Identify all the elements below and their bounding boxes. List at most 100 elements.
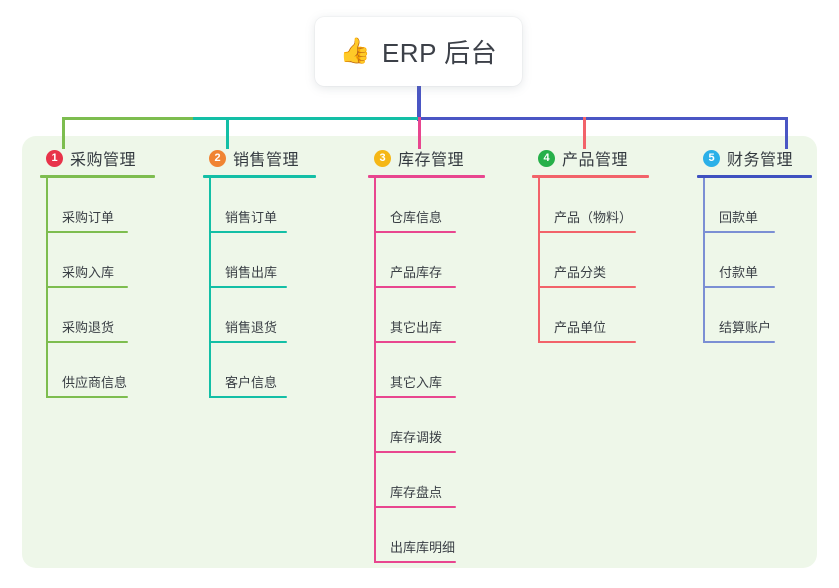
module-item[interactable]: 其它出库 — [368, 288, 485, 343]
connector-drop-2 — [226, 117, 229, 149]
module-header-3[interactable]: 3 库存管理 — [368, 146, 485, 170]
module-number-badge: 1 — [46, 149, 63, 167]
module-item[interactable]: 产品分类 — [532, 233, 649, 288]
module-spine-line — [374, 178, 376, 563]
module-item-label: 仓库信息 — [390, 210, 443, 225]
module-header-rule — [697, 175, 812, 178]
module-item[interactable]: 结算账户 — [697, 288, 812, 343]
module-item-label: 回款单 — [719, 210, 759, 225]
module-item[interactable]: 销售退货 — [203, 288, 316, 343]
module-item-rule — [538, 231, 636, 233]
module-item-label: 产品库存 — [390, 265, 443, 280]
root-node-inner: 👍 ERP 后台 — [340, 33, 497, 70]
module-header-4[interactable]: 4 产品管理 — [532, 146, 649, 170]
connector-bus-teal — [193, 117, 419, 120]
module-items-list: 回款单付款单结算账户 — [697, 178, 812, 343]
module-item[interactable]: 出库库明细 — [368, 508, 485, 563]
module-item[interactable]: 客户信息 — [203, 343, 316, 398]
module-header-2[interactable]: 2 销售管理 — [203, 146, 316, 170]
module-item-rule — [209, 286, 287, 288]
module-column-3: 3 库存管理仓库信息产品库存其它出库其它入库库存调拨库存盘点出库库明细 — [368, 146, 485, 563]
module-item-label: 销售订单 — [225, 210, 278, 225]
module-item-label: 其它出库 — [390, 320, 443, 335]
module-spine-line — [538, 178, 540, 343]
connector-bus-green — [62, 117, 194, 120]
module-item[interactable]: 产品（物料） — [532, 178, 649, 233]
module-title: 销售管理 — [233, 152, 300, 169]
module-number-badge: 3 — [374, 149, 391, 167]
module-item[interactable]: 产品库存 — [368, 233, 485, 288]
module-item[interactable]: 回款单 — [697, 178, 812, 233]
module-item-rule — [374, 451, 456, 453]
module-column-4: 4 产品管理产品（物料） 产品分类产品单位 — [532, 146, 649, 343]
connector-drop-4 — [583, 117, 586, 149]
module-item[interactable]: 其它入库 — [368, 343, 485, 398]
module-item-label: 采购退货 — [62, 320, 115, 335]
module-title: 产品管理 — [562, 152, 629, 169]
connector-center-stem — [417, 86, 421, 121]
module-item[interactable]: 付款单 — [697, 233, 812, 288]
modules-panel-background — [22, 136, 817, 568]
module-header-rule — [368, 175, 485, 178]
module-spine-line — [46, 178, 48, 398]
module-spine-line — [209, 178, 211, 398]
module-item-rule — [209, 231, 287, 233]
module-header-1[interactable]: 1 采购管理 — [40, 146, 155, 170]
module-item-rule — [209, 341, 287, 343]
module-title: 采购管理 — [70, 152, 137, 169]
module-number-badge: 2 — [209, 149, 226, 167]
module-item-label: 产品分类 — [554, 265, 607, 280]
module-spine-line — [703, 178, 705, 343]
module-item-rule — [46, 231, 128, 233]
module-item[interactable]: 库存调拨 — [368, 398, 485, 453]
module-title: 财务管理 — [727, 152, 794, 169]
module-item[interactable]: 销售订单 — [203, 178, 316, 233]
module-item-rule — [374, 561, 456, 563]
module-items-list: 仓库信息产品库存其它出库其它入库库存调拨库存盘点出库库明细 — [368, 178, 485, 563]
module-item-label: 产品（物料） — [554, 210, 633, 225]
module-item-rule — [209, 396, 287, 398]
module-item-rule — [46, 286, 128, 288]
module-item[interactable]: 仓库信息 — [368, 178, 485, 233]
connector-bus-blue — [418, 117, 788, 120]
module-item-rule — [46, 396, 128, 398]
module-items-list: 采购订单采购入库采购退货供应商信息 — [40, 178, 155, 398]
module-item-rule — [374, 286, 456, 288]
module-items-list: 产品（物料） 产品分类产品单位 — [532, 178, 649, 343]
module-number-badge: 4 — [538, 149, 555, 167]
module-item[interactable]: 采购入库 — [40, 233, 155, 288]
module-item-label: 销售退货 — [225, 320, 278, 335]
module-item-label: 库存盘点 — [390, 485, 443, 500]
connector-drop-5 — [785, 117, 788, 149]
module-header-rule — [40, 175, 155, 178]
module-item-label: 客户信息 — [225, 375, 278, 390]
module-item-rule — [46, 341, 128, 343]
module-item[interactable]: 销售出库 — [203, 233, 316, 288]
module-item-label: 其它入库 — [390, 375, 443, 390]
module-item-label: 付款单 — [719, 265, 759, 280]
module-item-label: 供应商信息 — [62, 375, 128, 390]
module-column-1: 1 采购管理采购订单采购入库采购退货供应商信息 — [40, 146, 155, 398]
module-item-rule — [538, 286, 636, 288]
root-node-card[interactable]: 👍 ERP 后台 — [315, 17, 522, 86]
module-item-label: 结算账户 — [719, 320, 772, 335]
module-header-rule — [532, 175, 649, 178]
module-item-label: 采购订单 — [62, 210, 115, 225]
module-items-list: 销售订单销售出库销售退货客户信息 — [203, 178, 316, 398]
module-item[interactable]: 供应商信息 — [40, 343, 155, 398]
connector-drop-3 — [418, 117, 421, 149]
connector-drop-1 — [62, 117, 65, 149]
module-item-rule — [374, 506, 456, 508]
module-item[interactable]: 采购订单 — [40, 178, 155, 233]
module-item-rule — [374, 231, 456, 233]
module-item-label: 出库库明细 — [390, 540, 456, 555]
module-item[interactable]: 库存盘点 — [368, 453, 485, 508]
module-title: 库存管理 — [398, 152, 465, 169]
module-item[interactable]: 采购退货 — [40, 288, 155, 343]
root-node-title: ERP 后台 — [381, 38, 498, 68]
module-item-label: 采购入库 — [62, 265, 115, 280]
module-item[interactable]: 产品单位 — [532, 288, 649, 343]
